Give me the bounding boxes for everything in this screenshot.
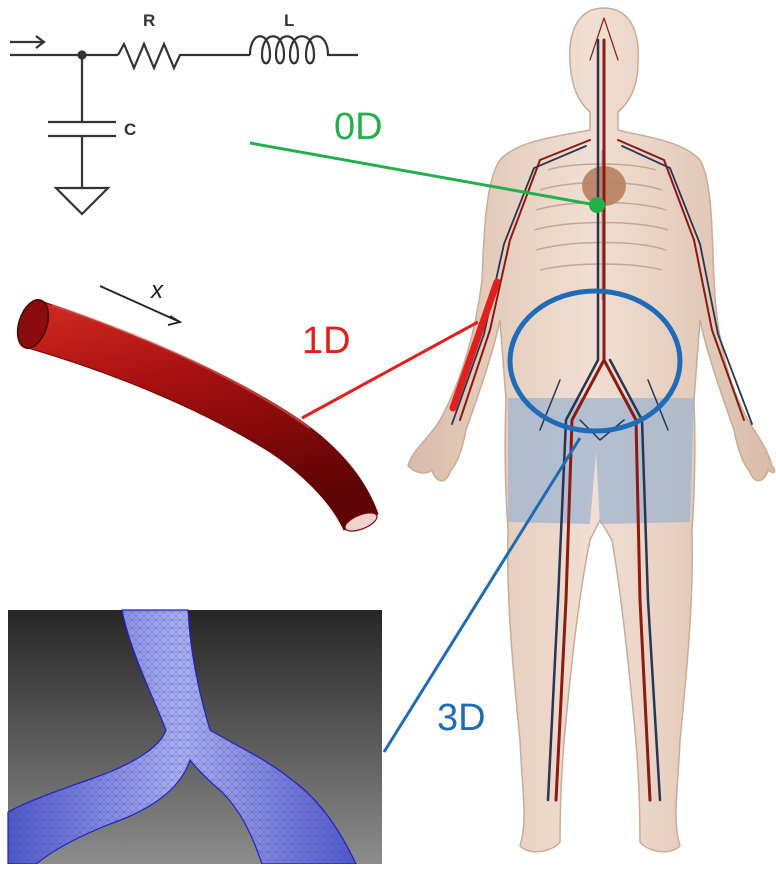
heart-marker (589, 197, 605, 213)
three-d-mesh-panel (8, 610, 382, 864)
vessel-axis-label: x (151, 279, 163, 303)
capacitor-label: C (124, 121, 136, 138)
ground-symbol (56, 188, 108, 214)
resistor-symbol (118, 44, 250, 68)
inductor-symbol (250, 36, 358, 63)
capacitor-symbol (48, 122, 116, 136)
resistor-label: R (143, 12, 155, 29)
inductor-label: L (284, 12, 294, 29)
zero-d-label: 0D (334, 108, 383, 146)
one-d-label: 1D (302, 322, 351, 360)
x-axis-arrow (100, 286, 180, 325)
shorts (508, 398, 694, 524)
three-d-label: 3D (437, 699, 486, 737)
circuit-diagram (10, 36, 358, 214)
